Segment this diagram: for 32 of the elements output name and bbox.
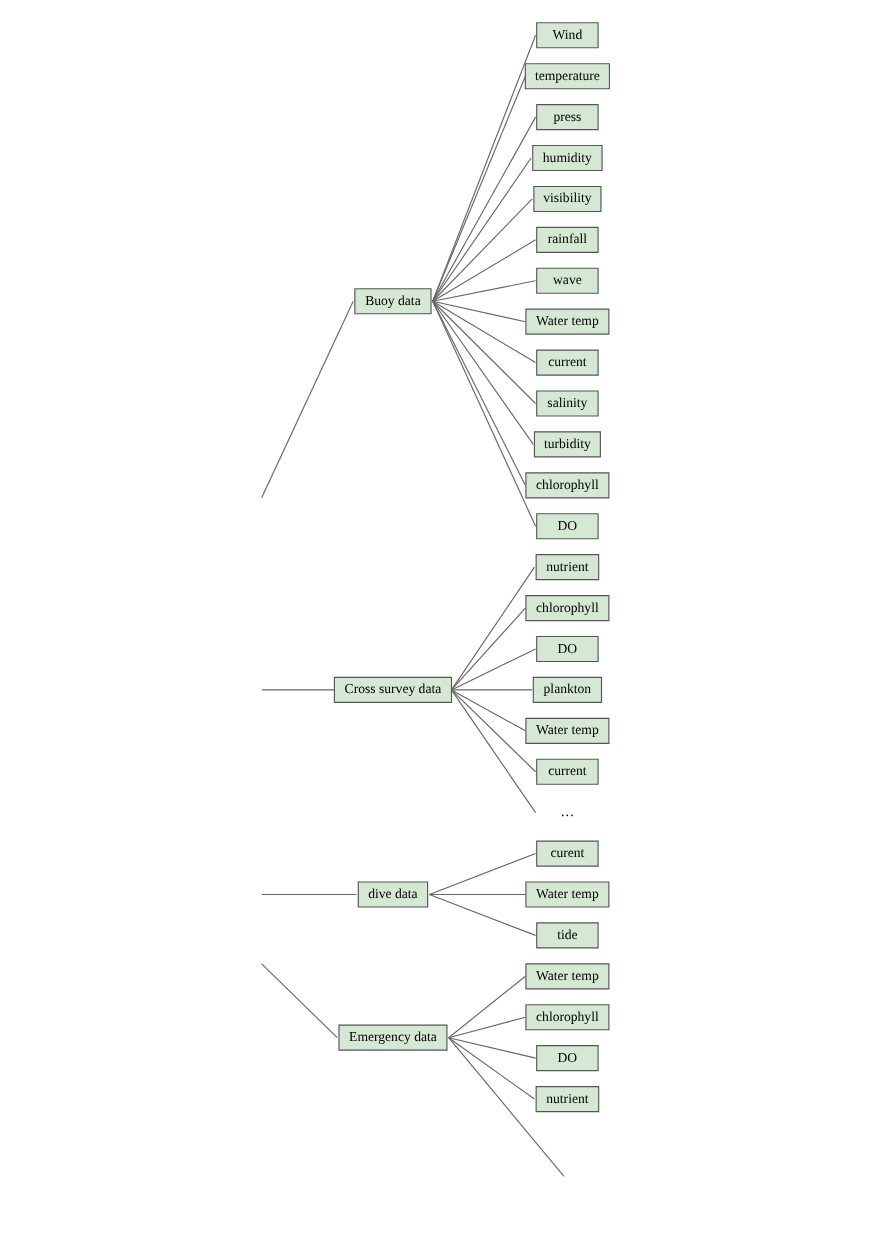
connector: [432, 300, 537, 527]
connector: [448, 1037, 535, 1100]
connector: [432, 239, 537, 302]
connector: [450, 689, 537, 773]
connector: [450, 607, 526, 691]
connector: [448, 975, 526, 1039]
connector: [432, 300, 526, 323]
connector: [450, 689, 533, 691]
connector: [432, 198, 533, 302]
connector: [448, 1037, 537, 1059]
connector: [428, 893, 526, 896]
connector: [450, 689, 526, 732]
connector: [261, 963, 338, 1039]
connector: [432, 34, 537, 302]
connector: [261, 300, 354, 499]
connector: [432, 300, 526, 486]
connector: [428, 853, 537, 896]
connector: [432, 300, 537, 405]
connector: [261, 893, 358, 896]
connector: [450, 648, 537, 691]
connector: [432, 300, 534, 445]
connector: [432, 157, 532, 302]
connector: [432, 300, 537, 364]
connector: [432, 280, 537, 302]
connector: [448, 1016, 526, 1039]
connector: [450, 566, 535, 691]
connector: [448, 1037, 565, 1177]
connector: [261, 689, 335, 691]
connector: [432, 75, 526, 302]
connector: [450, 689, 537, 814]
connector: [432, 116, 537, 302]
connector: [428, 893, 537, 936]
